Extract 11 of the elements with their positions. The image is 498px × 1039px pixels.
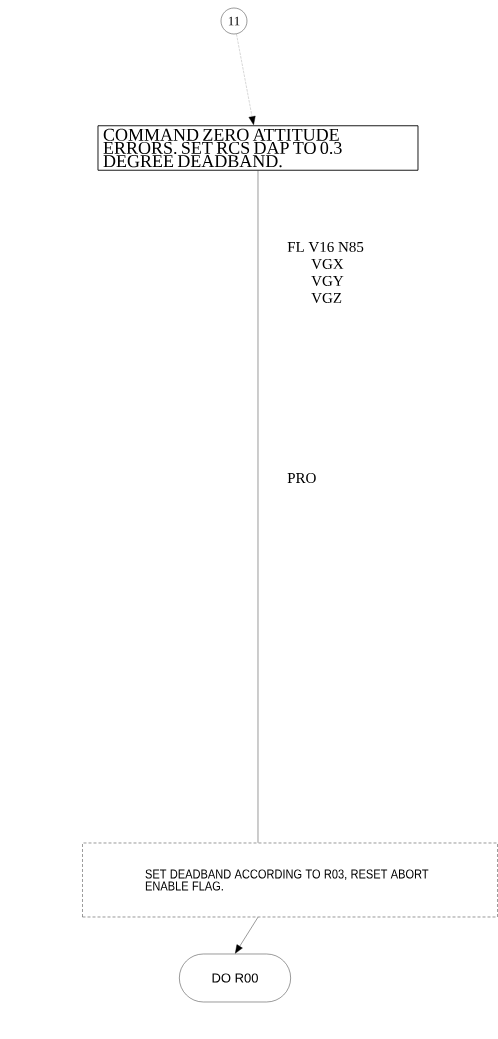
annotation-text: VGX: [311, 258, 344, 270]
annotation-text: VGY: [311, 275, 344, 287]
annotation-text: PRO: [287, 472, 316, 484]
terminal-box: DO R00: [179, 953, 291, 1003]
process-box: SET DEADBAND ACCORDING TO R03, RESET ABORT ENABLE FLAG.: [82, 842, 498, 918]
annotation-text: FL V16 N85: [287, 241, 364, 253]
annotation-text: VGZ: [311, 292, 342, 304]
arrow: [235, 917, 259, 954]
flow-line: [257, 170, 259, 843]
process-box: COMMAND ZERO ATTITUDE ERRORS. SET RCS DAP TO 0.3 DEGREE DEADBAND.: [97, 125, 419, 171]
arrow: [236, 33, 256, 125]
